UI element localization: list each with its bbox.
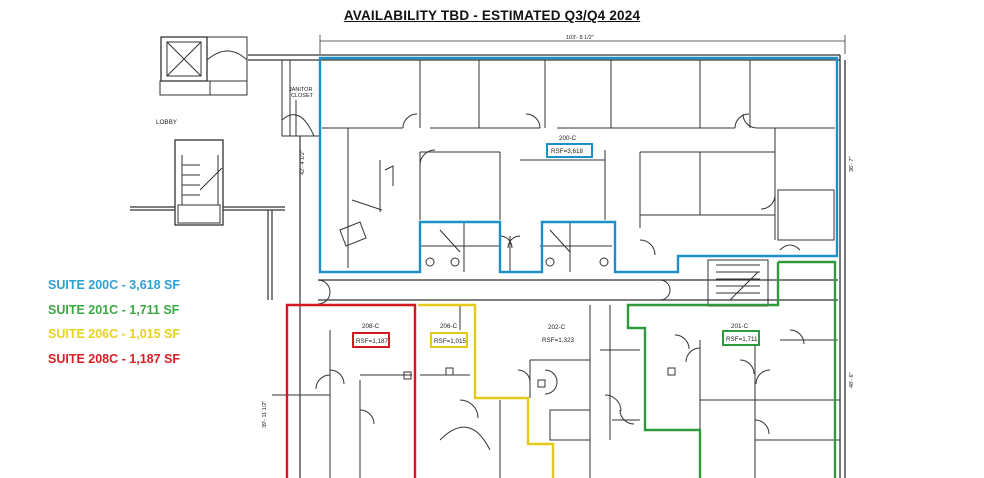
corridor-doors [317,279,671,305]
suite-outline-201c [626,260,837,478]
suite-name-200c: 200-C [559,135,577,142]
suite-name-201c: 201-C [731,323,749,330]
suite-outline-208c [285,303,417,478]
dim-left-lower: 39'- 11 1/2" [262,401,268,428]
legend-item-206c: SUITE 206C - 1,015 SF [48,327,181,341]
suite-legend: SUITE 200C - 3,618 SF SUITE 201C - 1,711… [48,273,180,371]
offices-lower [272,305,840,478]
corridor-walls [299,136,838,478]
restrooms [420,222,612,272]
rsf-206c: RSF=1,015 [434,338,467,345]
offices-200c [322,60,835,268]
elevator-shaft [159,36,248,96]
exterior-wall-top [248,54,846,478]
suite-name-206c: 206-C [440,323,458,330]
rsf-box-208c [352,332,390,348]
lobby-walls [130,206,285,300]
page-title: AVAILABILITY TBD - ESTIMATED Q3/Q4 2024 [343,8,641,23]
suite-outline-206c [418,303,555,478]
suite-outline-200c [318,56,839,274]
suite-name-208c: 208-C [362,323,380,330]
lobby-label: LOBBY [156,119,178,126]
dim-right-lower: 48'- 6" [849,372,855,388]
stair-left [174,139,224,226]
dim-right-upper: 36'- 7" [849,156,855,172]
rsf-208c: RSF=1,187 [356,338,389,345]
rsf-box-201c [722,330,760,346]
legend-item-201c: SUITE 201C - 1,711 SF [48,302,180,317]
stair-right [707,259,769,307]
legend-item-208c: SUITE 208C - 1,187 SF [48,351,181,366]
legend-item-200c: SUITE 200C - 3,618 SF [48,278,181,292]
rsf-box-200c [546,143,593,158]
rsf-200c: RSF=3,618 [551,148,584,155]
dimension-top [319,35,846,54]
rsf-box-206c [430,332,468,348]
janitor-label-1: JANITOR [289,87,312,93]
rsf-201c: RSF=1,711 [726,336,758,343]
janitor-label-2: CLOSET [291,93,314,99]
dim-top-label: 103'- 8 1/2" [566,35,594,41]
suite-name-202c: 202-C [548,324,566,331]
rsf-202c: RSF=1,323 [542,337,575,344]
dim-left-upper: 42'- 4 1/2" [300,150,306,175]
